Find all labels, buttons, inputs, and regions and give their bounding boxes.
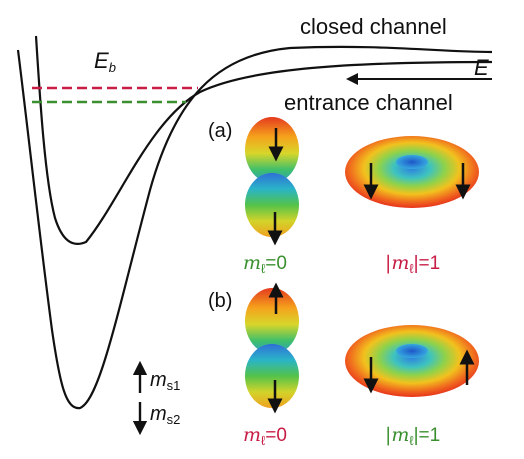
panel-b-dumbbell <box>245 282 299 414</box>
entrance-channel-curve <box>34 35 493 245</box>
spin-ms2-label: ms2 <box>150 403 181 427</box>
panel-a-ml1-label: |mℓ|=1 <box>385 252 441 276</box>
panel-a-ml0-label: mℓ=0 <box>243 252 287 276</box>
panel-a-label: (a) <box>208 120 233 142</box>
panel-a-dumbbell <box>245 117 299 246</box>
closed-channel-curve <box>16 45 493 410</box>
panel-b-label: (b) <box>208 290 233 312</box>
energy-label: E <box>474 55 489 80</box>
panel-b-torus <box>345 325 479 397</box>
panel-a-torus <box>345 136 479 208</box>
panel-b-ml0-label: mℓ=0 <box>243 424 287 448</box>
spin-ms1-label: ms1 <box>150 369 181 393</box>
entrance-channel-label: entrance channel <box>284 90 453 115</box>
closed-channel-label: closed channel <box>300 14 447 39</box>
binding-energy-label: Eb <box>94 48 116 75</box>
panel-b-ml1-label: |mℓ|=1 <box>385 424 441 448</box>
